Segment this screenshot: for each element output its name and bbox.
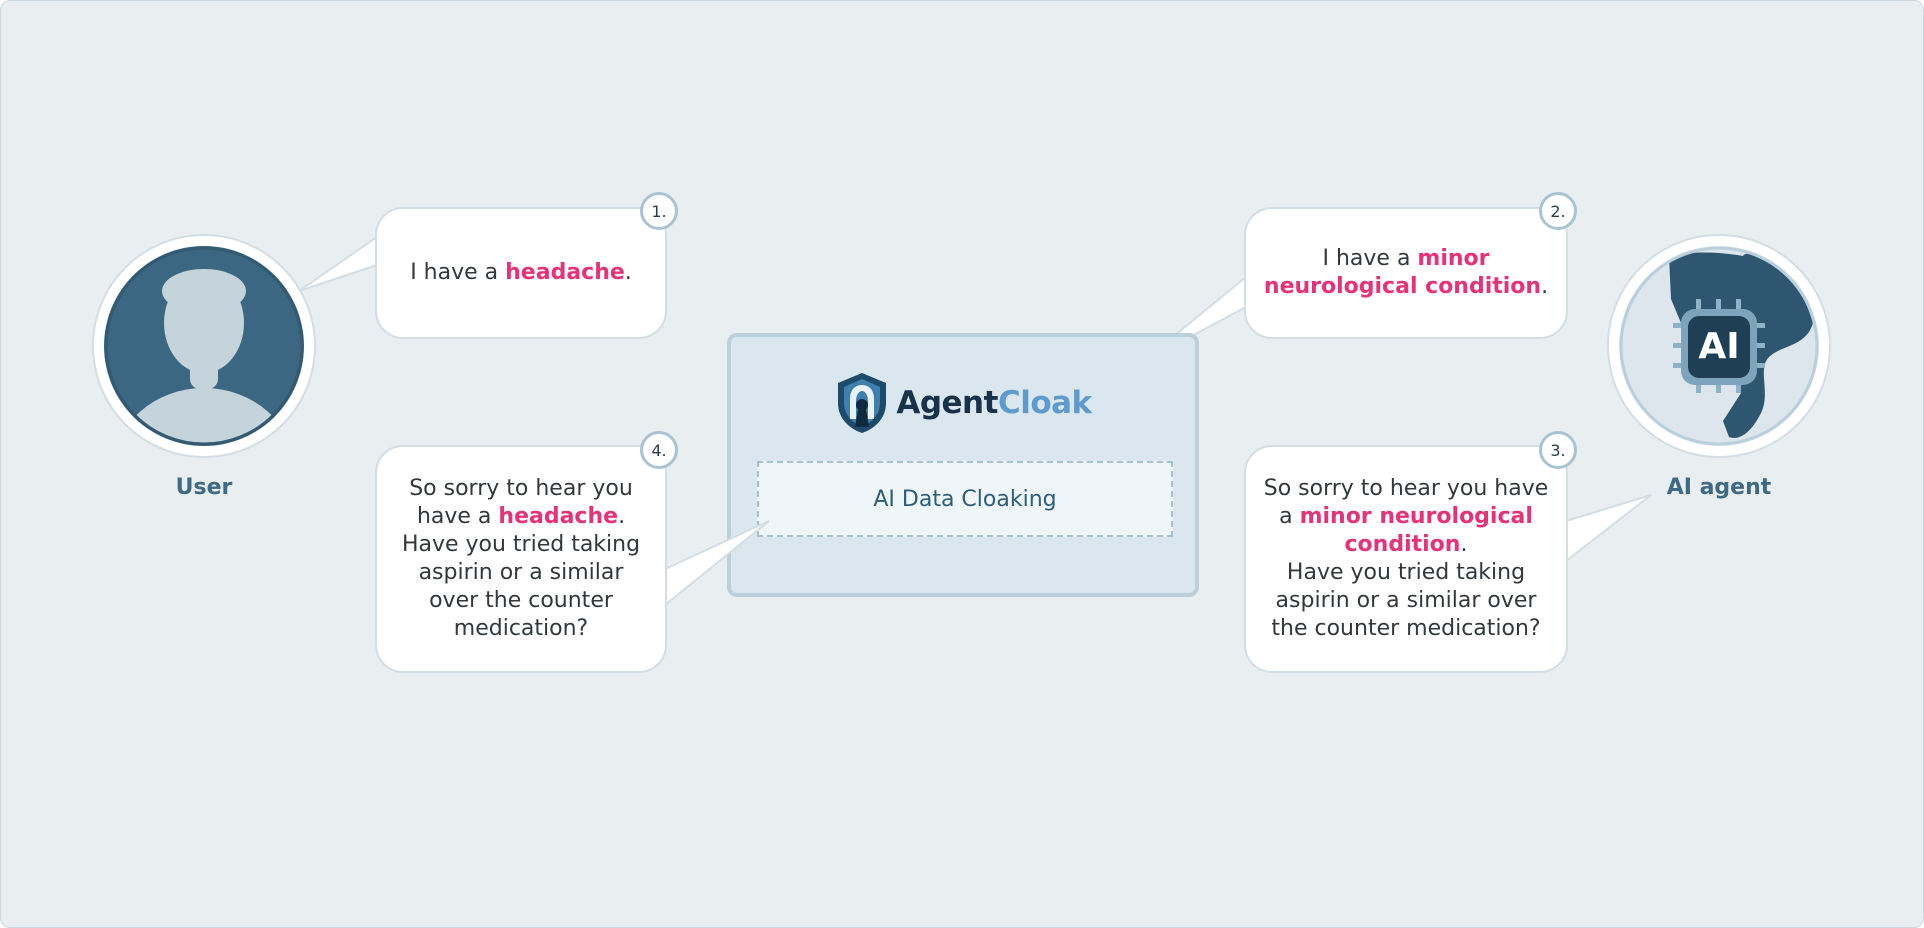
- bubble-text-1: I have a headache.: [410, 259, 632, 287]
- brand-name: AgentCloak: [896, 385, 1092, 421]
- bubble-line: So sorry to hear you: [402, 475, 640, 503]
- ai-chip-label: AI: [1698, 325, 1740, 367]
- bubble-text-run: So sorry to hear you have: [1263, 476, 1549, 501]
- step-badge-4: 4.: [640, 431, 678, 469]
- bubble-text-run: .: [618, 504, 626, 529]
- brand-name-part1: Agent: [896, 385, 998, 421]
- ai-chip-icon: [1673, 299, 1765, 393]
- bubble-line: I have a headache.: [410, 259, 632, 287]
- bubble-line: Have you tried taking: [1264, 559, 1549, 587]
- highlighted-term: headache: [498, 504, 619, 529]
- highlighted-term: minor neurological: [1299, 504, 1533, 529]
- agentcloak-box: AgentCloak AI Data Cloaking: [727, 333, 1199, 597]
- bubble-tail-3: [1565, 494, 1652, 562]
- brand-name-part2: Cloak: [997, 385, 1092, 421]
- step-badge-3: 3.: [1539, 431, 1577, 469]
- highlighted-term: minor: [1417, 246, 1490, 271]
- bubble-text-run: So sorry to hear you: [409, 476, 633, 501]
- bubble-text-run: over the counter: [429, 588, 613, 613]
- highlighted-term: headache: [505, 260, 625, 285]
- bubble-line: the counter medication?: [1264, 615, 1549, 643]
- agentcloak-logo: AgentCloak: [731, 371, 1195, 435]
- bubble-text-run: aspirin or a similar over: [1275, 588, 1537, 613]
- bubble-line: So sorry to hear you have: [1264, 475, 1549, 503]
- bubble-line: a minor neurological: [1264, 503, 1549, 531]
- step-badge-2: 2.: [1539, 192, 1577, 230]
- highlighted-term: neurological condition: [1263, 274, 1542, 299]
- bubble-line: over the counter: [402, 587, 640, 615]
- user-avatar-icon: [92, 234, 316, 458]
- speech-bubble-1: I have a headache.: [375, 207, 667, 339]
- shield-keyhole-icon: [838, 373, 887, 433]
- bubble-text-run: a: [1279, 504, 1300, 529]
- ai-data-cloaking-box: AI Data Cloaking: [757, 461, 1173, 537]
- bubble-text-run: .: [1541, 274, 1549, 299]
- bubble-text-run: Have you tried taking: [401, 532, 641, 557]
- bubble-line: aspirin or a similar: [402, 559, 640, 587]
- step-badge-1: 1.: [640, 192, 678, 230]
- bubble-tail-1: [298, 236, 378, 292]
- ai-agent-label: AI agent: [1666, 475, 1772, 500]
- bubble-line: Have you tried taking: [402, 531, 640, 559]
- bubble-line: I have a minor: [1264, 245, 1548, 273]
- bubble-line: condition.: [1264, 531, 1549, 559]
- process-label: AI Data Cloaking: [873, 486, 1057, 512]
- bubble-line: have a headache.: [402, 503, 640, 531]
- bubble-text-run: Have you tried taking: [1286, 560, 1526, 585]
- bubble-line: medication?: [402, 615, 640, 643]
- user-label: User: [175, 475, 233, 500]
- bubble-text-run: .: [1460, 532, 1468, 557]
- bubble-text-run: I have a: [410, 260, 506, 285]
- bubble-text-run: have a: [416, 504, 499, 529]
- ai-agent-avatar-icon: [1607, 234, 1831, 458]
- bubble-text-run: aspirin or a similar: [418, 560, 624, 585]
- bubble-line: neurological condition.: [1264, 273, 1548, 301]
- bubble-text-run: I have a: [1322, 246, 1418, 271]
- highlighted-term: condition: [1344, 532, 1461, 557]
- bubble-text-run: .: [624, 260, 632, 285]
- bubble-line: aspirin or a similar over: [1264, 587, 1549, 615]
- bubble-text-run: the counter medication?: [1271, 616, 1541, 641]
- bubble-text-run: medication?: [453, 616, 589, 641]
